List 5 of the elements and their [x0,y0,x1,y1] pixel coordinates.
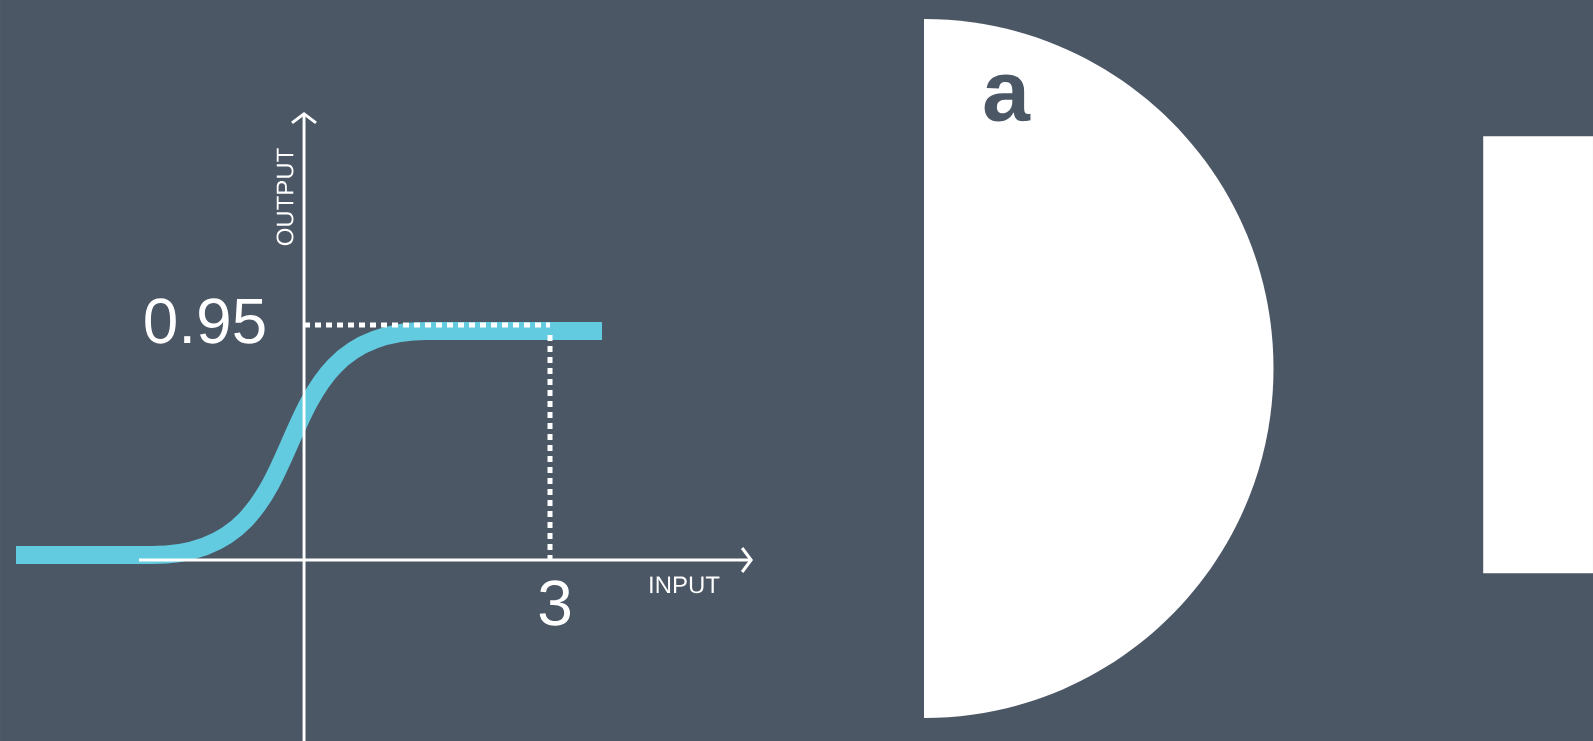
tick-label: 0.95 [145,298,265,344]
axis-label: OUTPUT [276,148,294,246]
tick-label: 3 [539,580,570,626]
axis-label: INPUT [650,576,720,594]
shape-label: a [984,74,1031,122]
